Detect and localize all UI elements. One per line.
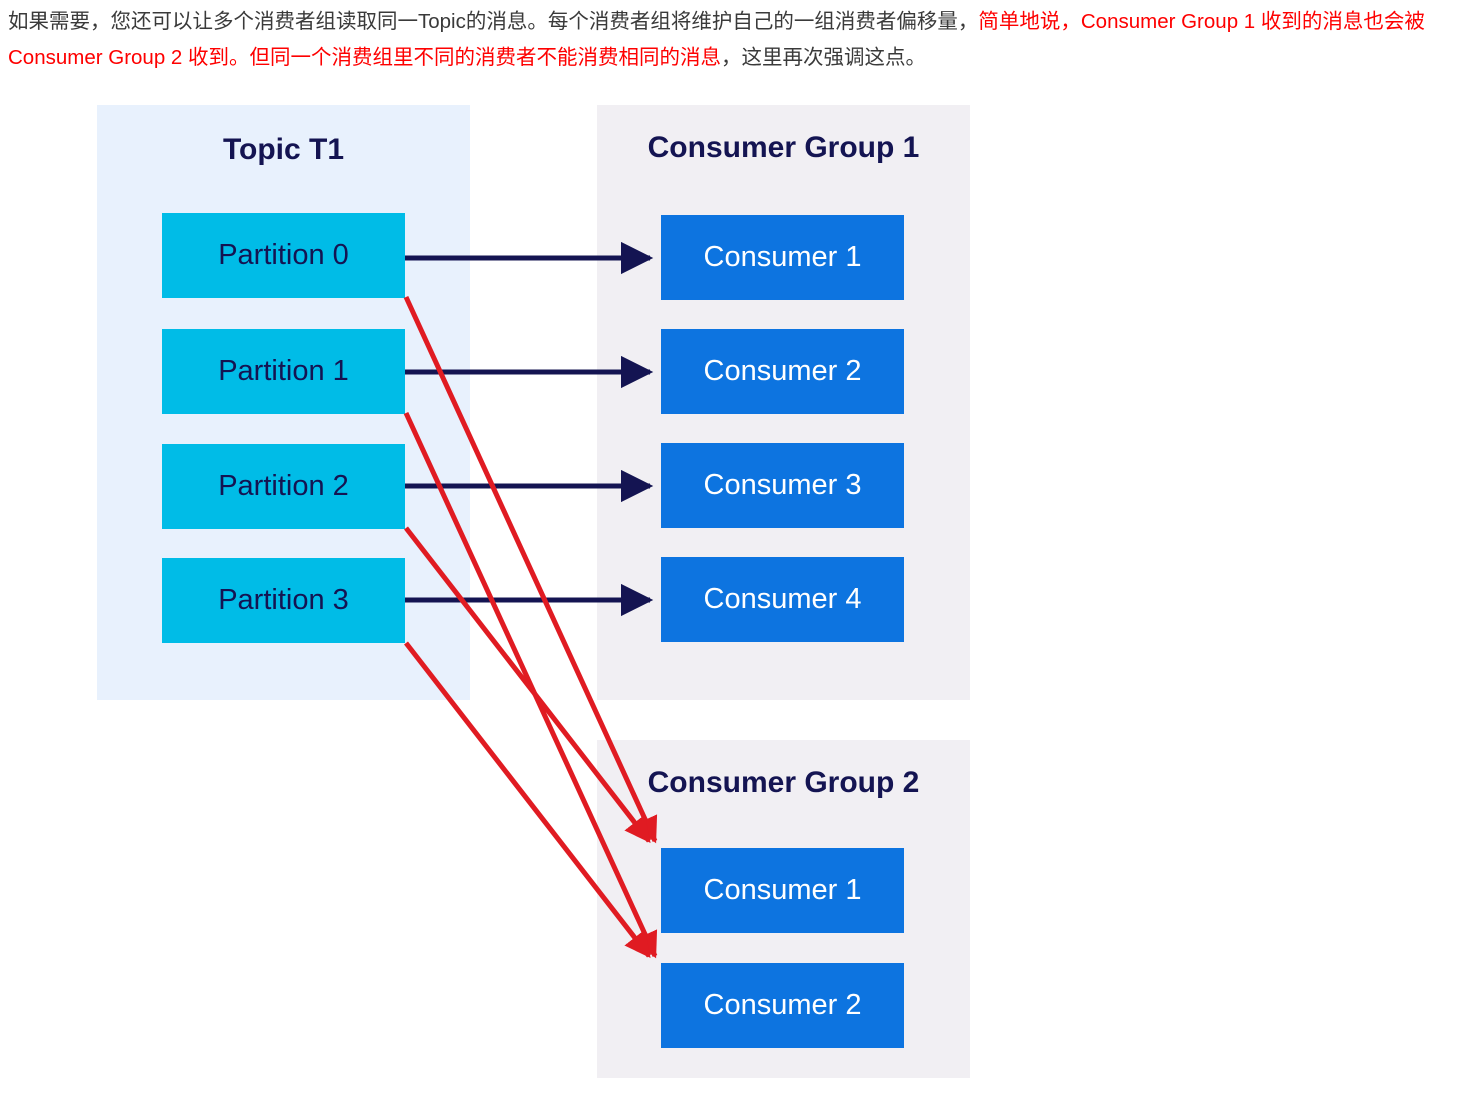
node-group1-consumer-2-label: Consumer 2 bbox=[703, 355, 862, 387]
panel-title-consumer-group-2: Consumer Group 2 bbox=[647, 766, 920, 799]
node-group2-consumer-2[interactable]: Consumer 2 bbox=[661, 963, 904, 1048]
caption-paragraph: 如果需要，您还可以让多个消费者组读取同一Topic的消息。每个消费者组将维护自己… bbox=[8, 4, 1466, 76]
caption-segment-normal-2: ，这里再次强调这点。 bbox=[721, 46, 927, 69]
node-group2-consumer-1-label: Consumer 1 bbox=[703, 874, 862, 906]
panel-title-topic-t1: Topic T1 bbox=[222, 133, 345, 166]
node-group1-consumer-3[interactable]: Consumer 3 bbox=[661, 443, 904, 528]
node-partition-0-label: Partition 0 bbox=[218, 239, 349, 271]
node-group1-consumer-1-label: Consumer 1 bbox=[703, 241, 862, 273]
node-group1-consumer-2[interactable]: Consumer 2 bbox=[661, 329, 904, 414]
node-partition-1[interactable]: Partition 1 bbox=[162, 329, 405, 414]
node-group1-consumer-3-label: Consumer 3 bbox=[703, 469, 862, 501]
node-group1-consumer-1[interactable]: Consumer 1 bbox=[661, 215, 904, 300]
node-partition-2-label: Partition 2 bbox=[218, 470, 349, 502]
node-partition-3-label: Partition 3 bbox=[218, 584, 349, 616]
node-group2-consumer-1[interactable]: Consumer 1 bbox=[661, 848, 904, 933]
node-group2-consumer-2-label: Consumer 2 bbox=[703, 989, 862, 1021]
node-partition-0[interactable]: Partition 0 bbox=[162, 213, 405, 298]
node-partition-2[interactable]: Partition 2 bbox=[162, 444, 405, 529]
panel-title-consumer-group-1: Consumer Group 1 bbox=[647, 131, 920, 164]
node-group1-consumer-4-label: Consumer 4 bbox=[703, 583, 862, 615]
node-partition-3[interactable]: Partition 3 bbox=[162, 558, 405, 643]
node-partition-1-label: Partition 1 bbox=[218, 355, 349, 387]
caption-segment-highlight: 简单地说，Consumer Group 1 收到的消息也会被Consumer G… bbox=[8, 10, 1425, 69]
node-group1-consumer-4[interactable]: Consumer 4 bbox=[661, 557, 904, 642]
caption-segment-normal-1: 如果需要，您还可以让多个消费者组读取同一Topic的消息。每个消费者组将维护自己… bbox=[8, 10, 979, 33]
